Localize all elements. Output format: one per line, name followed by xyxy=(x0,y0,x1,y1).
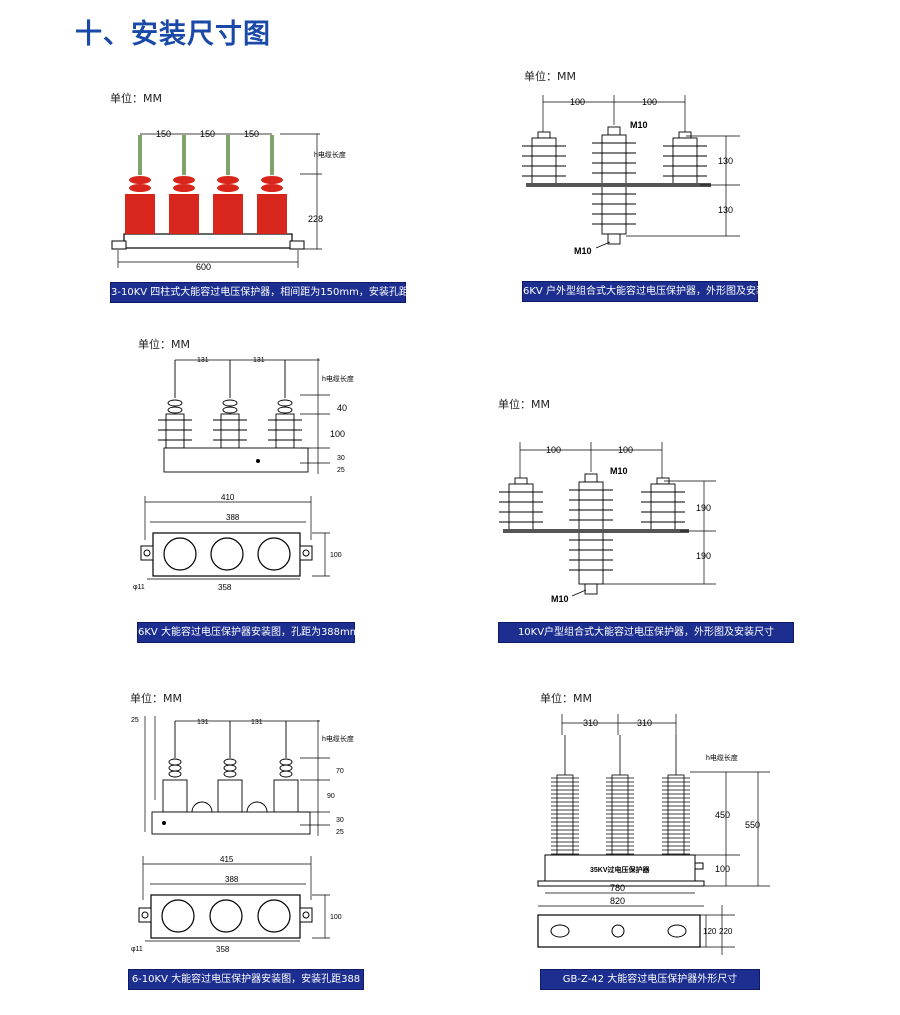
dim-label: 358 xyxy=(218,583,232,592)
insulator-middle xyxy=(592,126,636,245)
dim-label: 150 xyxy=(200,129,215,139)
section-title: 十、安装尺寸图 xyxy=(75,19,271,50)
red-insulator-3 xyxy=(213,135,243,234)
unit-label-5: 单位：MM xyxy=(130,692,182,705)
thread-label: M10 xyxy=(574,246,592,256)
red-insulator-1 xyxy=(125,135,155,234)
dim-label: 25 xyxy=(337,467,345,474)
caption-4: 10KV户型组合式大能容过电压保护器，外形图及安装尺寸 xyxy=(498,622,794,643)
dim-label: 100 xyxy=(330,429,345,439)
sheds xyxy=(551,777,690,855)
unit-label-3: 单位：MM xyxy=(138,338,190,351)
cable-length-label: h电缆长度 xyxy=(706,753,738,762)
dim-label: 150 xyxy=(156,129,171,139)
dim-label: 131 xyxy=(197,719,209,726)
cable-length-label: h电缆长度 xyxy=(314,150,346,159)
dim-label: 228 xyxy=(308,214,323,224)
dim-label: 100 xyxy=(570,97,585,107)
thread-label: M10 xyxy=(551,594,569,604)
red-insulator-4 xyxy=(257,135,287,234)
dim-label: 70 xyxy=(336,768,344,775)
dim-label: 450 xyxy=(715,810,730,820)
dim-label: 388 xyxy=(225,875,239,884)
dim-label: 820 xyxy=(610,896,625,906)
dim-label: 30 xyxy=(336,817,344,824)
dim-label: 358 xyxy=(216,945,230,954)
cable-length-label: h电缆长度 xyxy=(322,734,354,743)
dim-label: 100 xyxy=(330,552,342,559)
dim-label: 130 xyxy=(718,156,733,166)
dim-label: 388 xyxy=(226,513,240,522)
caption-1: 3-10KV 四柱式大能容过电压保护器，相间距为150mm，安装孔距为600mm xyxy=(110,282,457,303)
dim-label: 100 xyxy=(642,97,657,107)
dim-label: 120 xyxy=(703,927,717,936)
dim-label: 100 xyxy=(330,914,342,921)
dim-label: 190 xyxy=(696,551,711,561)
dim-label: 410 xyxy=(221,493,235,502)
insulator-left xyxy=(499,477,543,531)
thread-label: M10 xyxy=(610,466,628,476)
unit-label-4: 单位：MM xyxy=(498,398,550,411)
dim-label: 40 xyxy=(337,403,347,413)
hole-dia-label: φ11 xyxy=(131,946,143,953)
insulator-row xyxy=(158,360,309,473)
dim-label: 131 xyxy=(251,719,263,726)
dim-label: 220 xyxy=(719,927,733,936)
hole-dia-label: φ11 xyxy=(133,584,145,591)
mounting-beam xyxy=(503,529,689,533)
caption-5: 6-10KV 大能容过电压保护器安装图，安装孔距388 xyxy=(128,969,364,990)
caption-3: 6KV 大能容过电压保护器安装图，孔距为388mm xyxy=(137,622,360,643)
insulator-left xyxy=(522,131,566,185)
housing xyxy=(544,854,696,882)
cable-length-label: h电缆长度 xyxy=(322,374,354,383)
dim-label: 25 xyxy=(336,829,344,836)
thread-label: M10 xyxy=(630,120,648,130)
caption-6: GB-Z-42 大能容过电压保护器外形尺寸 xyxy=(540,969,760,990)
dim-label: 131 xyxy=(197,357,209,364)
dim-label: 150 xyxy=(244,129,259,139)
red-insulator-2 xyxy=(169,135,199,234)
dim-label: 130 xyxy=(718,205,733,215)
dim-label: 100 xyxy=(546,445,561,455)
caption-2: 6KV 户外型组合式大能容过电压保护器，外形图及安装尺寸 xyxy=(522,281,786,302)
mounting-beam xyxy=(526,183,711,187)
dim-label: 25 xyxy=(131,717,139,724)
unit-label-2: 单位：MM xyxy=(524,70,576,83)
insulator-middle xyxy=(569,473,613,595)
insulator-row xyxy=(151,721,311,835)
dim-label: 310 xyxy=(637,718,652,728)
dim-label: 415 xyxy=(220,855,234,864)
insulator-right xyxy=(663,131,707,185)
dim-label: 190 xyxy=(696,503,711,513)
dim-label: 100 xyxy=(715,864,730,874)
dim-label: 780 xyxy=(610,883,625,893)
dim-label: 600 xyxy=(196,262,211,272)
unit-label-6: 单位：MM xyxy=(540,692,592,705)
dim-label: 550 xyxy=(745,820,760,830)
dim-label: 100 xyxy=(618,445,633,455)
dim-label: 90 xyxy=(327,793,335,800)
housing-label: 35KV过电压保护器 xyxy=(590,865,651,874)
dim-label: 310 xyxy=(583,718,598,728)
unit-label-1: 单位：MM xyxy=(110,92,162,105)
tall-insulators xyxy=(556,735,685,856)
dim-label: 30 xyxy=(337,455,345,462)
dim-label: 131 xyxy=(253,357,265,364)
